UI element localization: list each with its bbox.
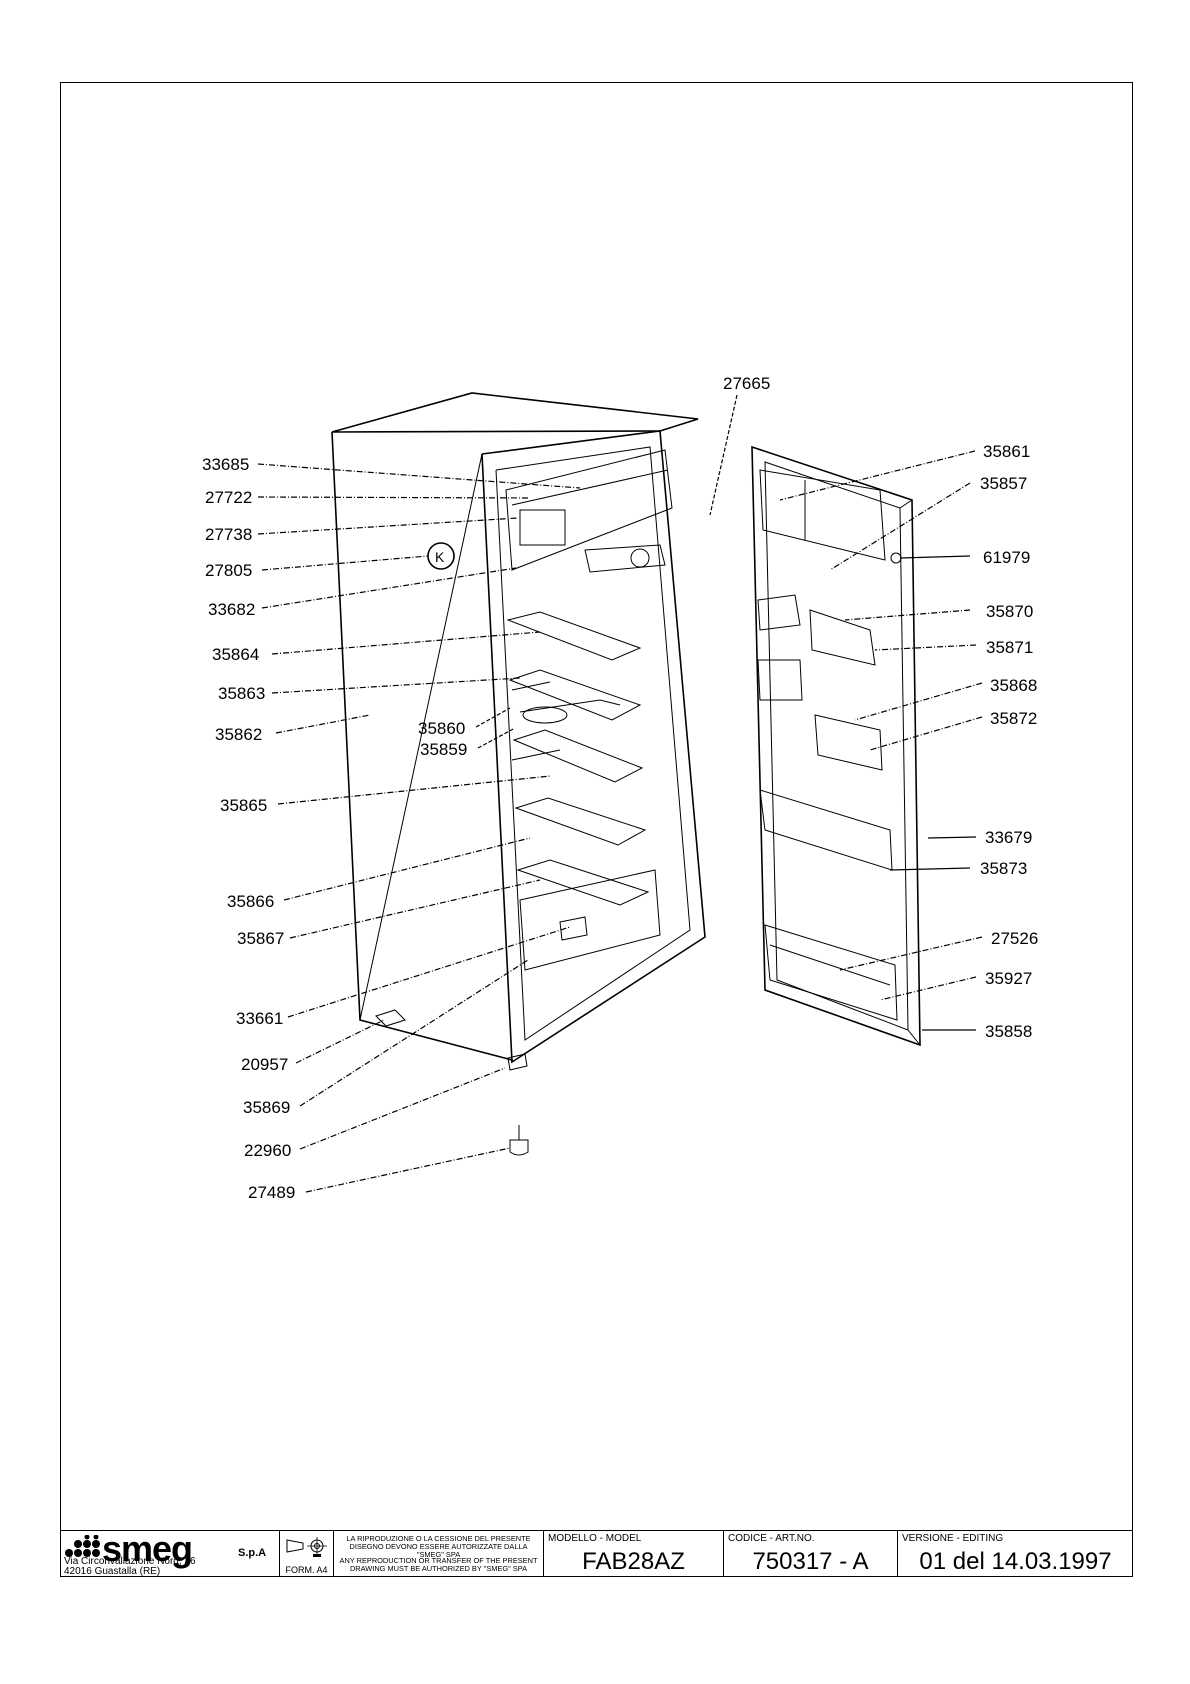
projection-symbol-icon — [286, 1537, 327, 1557]
model-block: MODELLO - MODEL FAB28AZ — [543, 1531, 723, 1577]
code-block: CODICE - ART.NO. 750317 - A — [723, 1531, 897, 1577]
form-block: FORM. A4 — [279, 1531, 333, 1577]
rating-plate-icon: K — [427, 542, 455, 570]
edition-value: 01 del 14.03.1997 — [919, 1548, 1112, 1575]
notice-italian: LA RIPRODUZIONE O LA CESSIONE DEL PRESEN… — [346, 1534, 531, 1559]
cabinet-outline — [331, 392, 706, 1064]
edition-caption: VERSIONE - EDITING — [902, 1533, 1004, 1544]
part-label-35857: 35857 — [980, 474, 1027, 493]
door-outline — [751, 445, 921, 1047]
small-parts — [375, 1009, 529, 1156]
address-line-2: 42016 Guastalla (RE) — [64, 1566, 161, 1577]
part-label-35864: 35864 — [212, 645, 259, 664]
part-label-27738: 27738 — [205, 525, 252, 544]
part-label-22960: 22960 — [244, 1141, 291, 1160]
part-label-20957: 20957 — [241, 1055, 288, 1074]
part-label-27665: 27665 — [723, 374, 770, 393]
smeg-dots-logo-icon — [65, 1535, 100, 1557]
part-label-35872: 35872 — [990, 709, 1037, 728]
part-label-35868: 35868 — [990, 676, 1037, 695]
notice-english: ANY REPRODUCTION OR TRANSFER OF THE PRES… — [339, 1556, 538, 1573]
copyright-notice: LA RIPRODUZIONE O LA CESSIONE DEL PRESEN… — [333, 1531, 543, 1577]
part-label-35927: 35927 — [985, 969, 1032, 988]
leader-lines — [257, 394, 983, 1193]
address-line-1: Via Circonvallazione Nord, 36 — [64, 1556, 196, 1567]
code-value: 750317 - A — [752, 1548, 869, 1575]
edition-block: VERSIONE - EDITING 01 del 14.03.1997 — [897, 1531, 1133, 1577]
part-label-33682: 33682 — [208, 600, 255, 619]
part-label-33661: 33661 — [236, 1009, 283, 1028]
part-label-35860: 35860 — [418, 719, 465, 738]
company-block: smeg S.p.A Via Circonvallazione Nord, 36… — [60, 1528, 279, 1577]
code-caption: CODICE - ART.NO. — [728, 1533, 815, 1544]
part-label-33679: 33679 — [985, 828, 1032, 847]
company-suffix: S.p.A — [238, 1547, 267, 1559]
part-label-35867: 35867 — [237, 929, 284, 948]
part-label-35861: 35861 — [983, 442, 1030, 461]
door-shelves — [757, 469, 898, 1021]
part-label-27526: 27526 — [991, 929, 1038, 948]
part-labels: 27665 33685 27722 27738 27805 33682 3586… — [202, 374, 1038, 1202]
part-label-35862: 35862 — [215, 725, 262, 744]
part-label-35871: 35871 — [986, 638, 1033, 657]
part-label-35866: 35866 — [227, 892, 274, 911]
shelves — [506, 611, 661, 971]
part-label-35865: 35865 — [220, 796, 267, 815]
form-size: FORM. A4 — [285, 1565, 328, 1575]
title-block: smeg S.p.A Via Circonvallazione Nord, 36… — [60, 1528, 1133, 1577]
part-label-35870: 35870 — [986, 602, 1033, 621]
part-label-27805: 27805 — [205, 561, 252, 580]
part-label-33685: 33685 — [202, 455, 249, 474]
model-value: FAB28AZ — [582, 1548, 685, 1575]
model-caption: MODELLO - MODEL — [548, 1533, 642, 1544]
part-label-61979: 61979 — [983, 548, 1030, 567]
part-label-35859: 35859 — [420, 740, 467, 759]
part-label-27489: 27489 — [248, 1183, 295, 1202]
door-hinge-pin — [890, 552, 902, 564]
svg-text:K: K — [435, 549, 445, 565]
company-logo: smeg — [102, 1528, 193, 1569]
part-label-35873: 35873 — [980, 859, 1027, 878]
part-label-27722: 27722 — [205, 488, 252, 507]
part-label-35869: 35869 — [243, 1098, 290, 1117]
drawing-frame — [60, 82, 1133, 1577]
freezer-compartment — [505, 449, 673, 573]
part-label-35858: 35858 — [985, 1022, 1032, 1041]
part-label-35863: 35863 — [218, 684, 265, 703]
